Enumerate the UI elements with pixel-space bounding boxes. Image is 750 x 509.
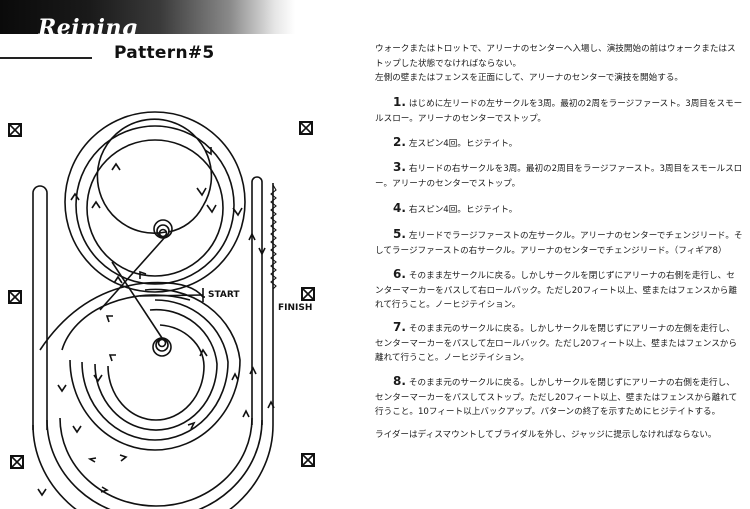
header-gradient-band <box>0 0 750 34</box>
step-text: そのまま元のサークルに戻る。しかしサークルを閉じずにアリーナの右側を走行し、セン… <box>375 378 738 418</box>
step-6: 6.そのまま左サークルに戻る。しかしサークルを閉じずにアリーナの右側を走行し、セ… <box>375 267 743 313</box>
finish-label: FINISH <box>278 303 313 313</box>
step-number: 8. <box>393 374 406 388</box>
intro-line-2: 左側の壁またはフェンスを正面にして、アリーナのセンターで演技を開始する。 <box>375 73 684 84</box>
step-number: 1. <box>393 95 406 109</box>
marker-icon <box>301 453 315 467</box>
step-8: 8.そのまま元のサークルに戻る。しかしサークルを閉じずにアリーナの右側を走行し、… <box>375 374 743 420</box>
marker-icon <box>8 123 22 137</box>
step-number: 5. <box>393 227 406 241</box>
title-rule <box>0 57 92 59</box>
intro-paragraph: ウォークまたはトロットで、アリーナのセンターへ入場し、演技開始の前はウォークまた… <box>375 42 743 86</box>
step-number: 7. <box>393 320 406 334</box>
step-text: 右スピン4回。ヒジテイト。 <box>408 205 518 215</box>
start-label: START <box>208 290 240 300</box>
step-1: 1.はじめに左リードの左サークルを3周。最初の2周をラージファースト。3周目をス… <box>375 95 743 126</box>
marker-icon <box>299 121 313 135</box>
step-5: 5.左リードでラージファーストの左サークル。アリーナのセンターでチェンジリード。… <box>375 227 743 258</box>
step-text: 左スピン4回。ヒジテイト。 <box>408 139 518 149</box>
step-text: はじめに左リードの左サークルを3周。最初の2周をラージファースト。3周目をスモー… <box>375 99 743 124</box>
step-number: 3. <box>393 160 406 174</box>
closing-note: ライダーはディスマウントしてブライダルを外し、ジャッジに提示しなければならない。 <box>375 430 717 440</box>
section-title: Reining <box>38 15 138 34</box>
marker-icon <box>8 290 22 304</box>
step-text: 左リードでラージファーストの左サークル。アリーナのセンターでチェンジリード。そし… <box>375 231 743 256</box>
marker-icon <box>10 455 24 469</box>
pattern-diagram <box>8 111 315 509</box>
step-3: 3.右リードの右サークルを3周。最初の2周目をラージファースト。3周目をスモール… <box>375 160 743 191</box>
step-number: 4. <box>393 201 406 215</box>
step-4: 4.右スピン4回。ヒジテイト。 <box>375 201 743 218</box>
step-7: 7.そのまま元のサークルに戻る。しかしサークルを閉じずにアリーナの左側を走行し、… <box>375 320 743 366</box>
step-text: そのまま左サークルに戻る。しかしサークルを閉じずにアリーナの右側を走行し、センタ… <box>375 271 737 311</box>
pattern-title: Pattern#5 <box>114 43 215 63</box>
step-number: 2. <box>393 135 406 149</box>
marker-icon <box>301 287 315 301</box>
intro-line-1: ウォークまたはトロットで、アリーナのセンターへ入場し、演技開始の前はウォークまた… <box>375 44 736 69</box>
step-text: そのまま元のサークルに戻る。しかしサークルを閉じずにアリーナの左側を走行し、セン… <box>375 324 737 364</box>
step-2: 2.左スピン4回。ヒジテイト。 <box>375 135 743 152</box>
step-text: 右リードの右サークルを3周。最初の2周目をラージファースト。3周目をスモールスロ… <box>375 164 743 189</box>
step-number: 6. <box>393 267 406 281</box>
